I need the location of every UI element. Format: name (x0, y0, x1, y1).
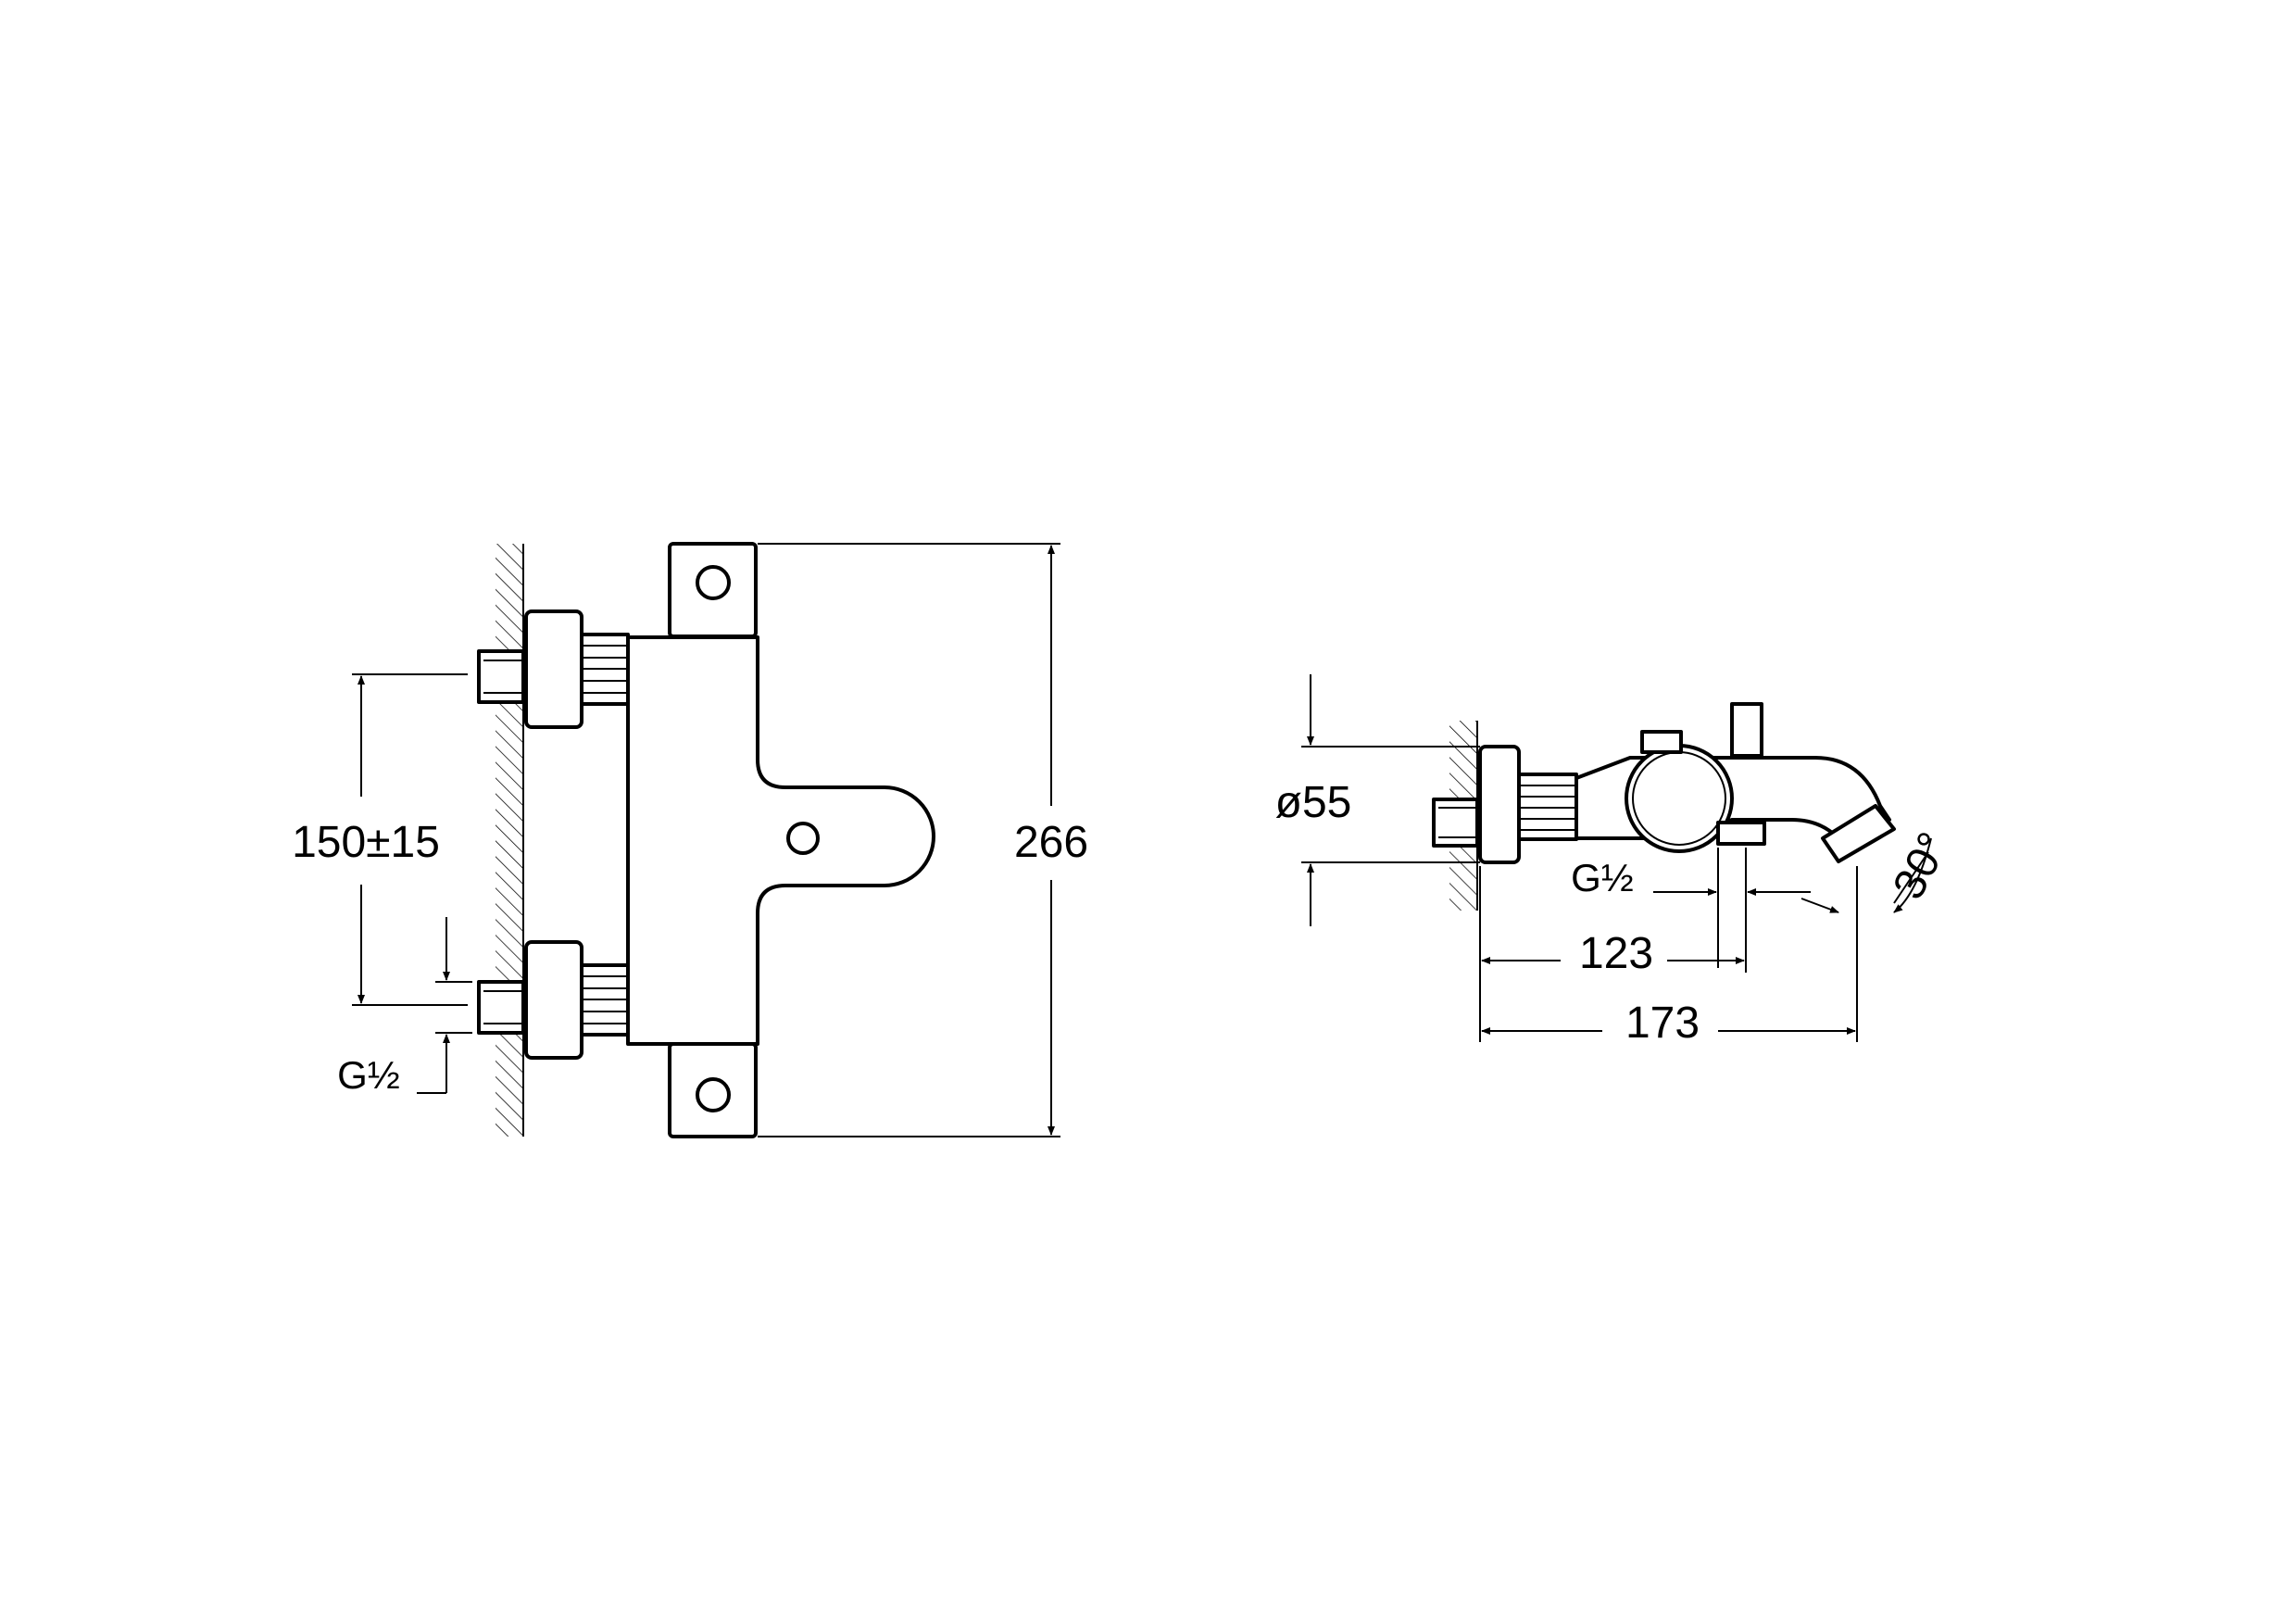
dim-depth-outlet (1479, 866, 1745, 1042)
thread-label-front: G½ (337, 1053, 400, 1097)
dim-diameter-label: ø55 (1275, 778, 1352, 827)
dim-angle-label: 30° (1884, 824, 1959, 907)
top-control-handle (668, 542, 758, 638)
dim-depth-total-label: 173 (1625, 999, 1700, 1048)
dim-depth-outlet-label: 123 (1579, 929, 1653, 978)
dim-thread-front (417, 917, 472, 1094)
bottom-control-handle (668, 1042, 758, 1138)
bottom-outlet (1716, 821, 1766, 846)
dim-height-label: 266 (1014, 818, 1088, 867)
top-small-knob (1640, 730, 1683, 754)
dim-thread-side (1653, 848, 1839, 973)
side-fittings (1517, 773, 1578, 841)
front-wall (496, 544, 524, 1137)
dim-depth-total (1481, 866, 1858, 1042)
side-control-handle (1625, 744, 1734, 853)
thread-label-side: G½ (1571, 856, 1634, 899)
spout-outlet-circle (786, 822, 820, 855)
dim-height (758, 543, 1060, 1137)
dim-angle (1893, 837, 1932, 913)
mixer-body (626, 635, 935, 1046)
dim-inlet-spacing (352, 673, 468, 1006)
dim-inlet-spacing-label: 150±15 (292, 818, 440, 867)
diverter-button (1730, 702, 1763, 758)
side-wall-plate (1478, 745, 1521, 864)
bottom-inlet-connector (477, 940, 630, 1060)
side-view: ø55 G½ 123 173 30° (1275, 674, 1959, 1048)
front-view: 150±15 G½ 266 (292, 542, 1088, 1138)
side-inlet-stub (1432, 798, 1479, 848)
dim-diameter (1301, 674, 1480, 926)
spout-tip (1821, 804, 1896, 863)
